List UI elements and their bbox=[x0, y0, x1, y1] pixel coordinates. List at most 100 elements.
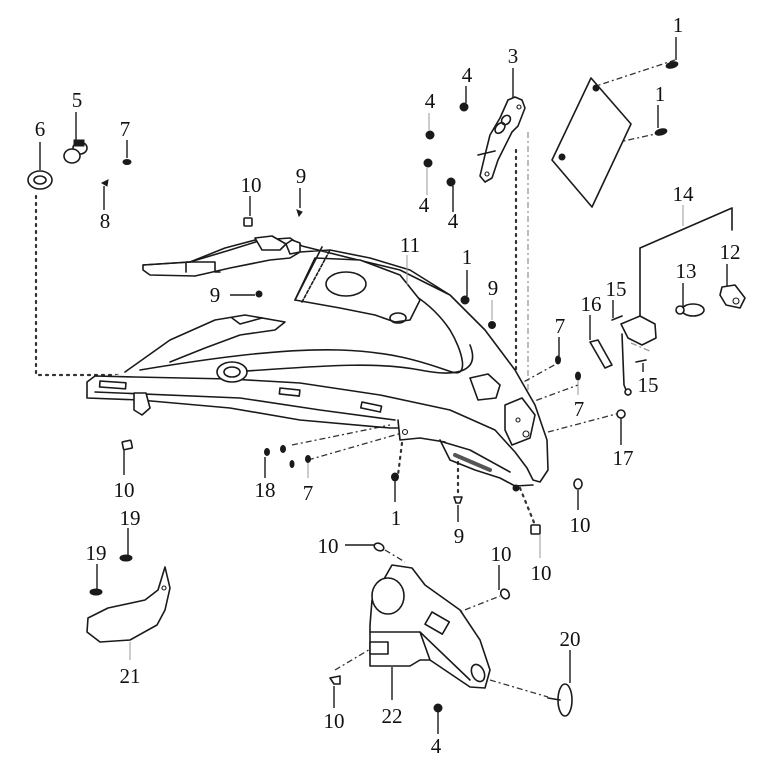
mud-flap bbox=[86, 566, 171, 643]
callout-6: 6 bbox=[35, 117, 46, 141]
part-4-nut bbox=[433, 703, 443, 713]
callout-1: 1 bbox=[655, 82, 666, 106]
guide-line-7c bbox=[307, 432, 403, 461]
callout-21: 21 bbox=[120, 664, 141, 688]
callout-7: 7 bbox=[120, 117, 131, 141]
part-5-bushing bbox=[63, 139, 88, 164]
guide-line-10d bbox=[384, 549, 406, 563]
part-10-clipnut bbox=[573, 478, 583, 490]
callout-20: 20 bbox=[560, 627, 581, 651]
callout-7: 7 bbox=[303, 481, 314, 505]
callout-7: 7 bbox=[555, 314, 566, 338]
callout-1: 1 bbox=[462, 245, 473, 269]
assembly-guide-lines bbox=[34, 59, 676, 698]
callout-4: 4 bbox=[425, 89, 436, 113]
part-18-clip bbox=[264, 448, 270, 456]
part-4-nut bbox=[446, 177, 456, 187]
part-15-screw bbox=[611, 315, 623, 321]
callout-4: 4 bbox=[419, 193, 430, 217]
part-15-screw bbox=[635, 359, 647, 363]
part-10-clipnut bbox=[329, 675, 341, 685]
part-10-clipnut bbox=[373, 542, 385, 552]
reflector bbox=[547, 683, 573, 717]
part-10-clipnut bbox=[243, 217, 253, 227]
callout-14: 14 bbox=[673, 182, 695, 206]
callout-labels: 1 1 1 1 3 4 4 4 4 4 5 6 7 7 7 7 8 9 9 9 … bbox=[35, 13, 741, 758]
part-9-pin bbox=[255, 290, 263, 298]
callout-9: 9 bbox=[296, 164, 307, 188]
part-10-clipnut bbox=[121, 439, 134, 451]
part-7-clip bbox=[305, 455, 311, 463]
callout-9: 9 bbox=[454, 524, 465, 548]
part-19-screw bbox=[119, 554, 133, 562]
part-7-clip bbox=[575, 371, 581, 381]
callout-4: 4 bbox=[431, 734, 442, 758]
callout-19: 19 bbox=[86, 541, 107, 565]
callout-10: 10 bbox=[241, 173, 262, 197]
callout-12: 12 bbox=[720, 240, 741, 264]
callout-15: 15 bbox=[638, 373, 659, 397]
callout-11: 11 bbox=[400, 233, 420, 257]
callout-8: 8 bbox=[100, 209, 111, 233]
callout-10: 10 bbox=[114, 478, 135, 502]
callout-1: 1 bbox=[673, 13, 684, 37]
guide-line-plate-top bbox=[589, 59, 676, 89]
part-10-clipnut bbox=[530, 524, 541, 535]
leader-lines bbox=[39, 37, 728, 734]
part-1-screw bbox=[391, 472, 399, 482]
hardware bbox=[27, 61, 679, 713]
part-9-pin bbox=[296, 209, 303, 218]
callout-13: 13 bbox=[676, 259, 697, 283]
callout-18: 18 bbox=[255, 478, 276, 502]
callout-10: 10 bbox=[570, 513, 591, 537]
part-1-screw bbox=[654, 128, 668, 136]
guide-line-17 bbox=[547, 412, 621, 433]
callout-16: 16 bbox=[581, 292, 602, 316]
rear-fender bbox=[86, 235, 549, 492]
part-8-pin bbox=[100, 179, 109, 187]
part-12-socket bbox=[719, 284, 746, 309]
guide-line-7b bbox=[509, 384, 579, 411]
part-4-nut bbox=[459, 102, 469, 112]
callout-7: 7 bbox=[574, 397, 585, 421]
callout-10: 10 bbox=[324, 709, 345, 733]
callout-10: 10 bbox=[531, 561, 552, 585]
guide-line-1c bbox=[396, 441, 404, 477]
callout-9: 9 bbox=[210, 283, 221, 307]
callout-15: 15 bbox=[606, 277, 627, 301]
guide-line-20 bbox=[489, 679, 549, 698]
part-7-clip bbox=[122, 159, 132, 165]
guide-line-10f bbox=[451, 595, 501, 616]
guide-line-part6 bbox=[34, 194, 227, 377]
license-plate-bracket bbox=[477, 96, 526, 183]
callout-4: 4 bbox=[462, 63, 473, 87]
guide-line-10e bbox=[518, 486, 537, 527]
callout-5: 5 bbox=[72, 88, 83, 112]
callout-10: 10 bbox=[491, 542, 512, 566]
wire-harness bbox=[639, 207, 733, 319]
part-16-lens bbox=[589, 339, 613, 369]
part-17-screw bbox=[616, 409, 626, 419]
part-1-screw bbox=[665, 61, 679, 69]
part-6-grommet bbox=[27, 170, 53, 190]
part-9-pin bbox=[488, 321, 496, 329]
part-1-screw bbox=[460, 295, 470, 305]
part-13-bulb bbox=[675, 303, 705, 317]
license-plate bbox=[551, 77, 632, 208]
callout-3: 3 bbox=[508, 44, 519, 68]
part-7-clip bbox=[555, 355, 561, 365]
part-4-nut bbox=[423, 158, 433, 168]
license-light-assembly bbox=[589, 207, 746, 396]
tail-light-housing bbox=[369, 564, 491, 689]
callout-10: 10 bbox=[318, 534, 339, 558]
callout-19: 19 bbox=[120, 506, 141, 530]
part-19-screw bbox=[89, 588, 103, 596]
callout-17: 17 bbox=[613, 446, 634, 470]
callout-22: 22 bbox=[382, 704, 403, 728]
callout-9: 9 bbox=[488, 276, 499, 300]
part-4-nut bbox=[425, 130, 435, 140]
guide-line-10g bbox=[334, 647, 373, 671]
callout-4: 4 bbox=[448, 209, 459, 233]
part-9-pin bbox=[453, 496, 463, 504]
